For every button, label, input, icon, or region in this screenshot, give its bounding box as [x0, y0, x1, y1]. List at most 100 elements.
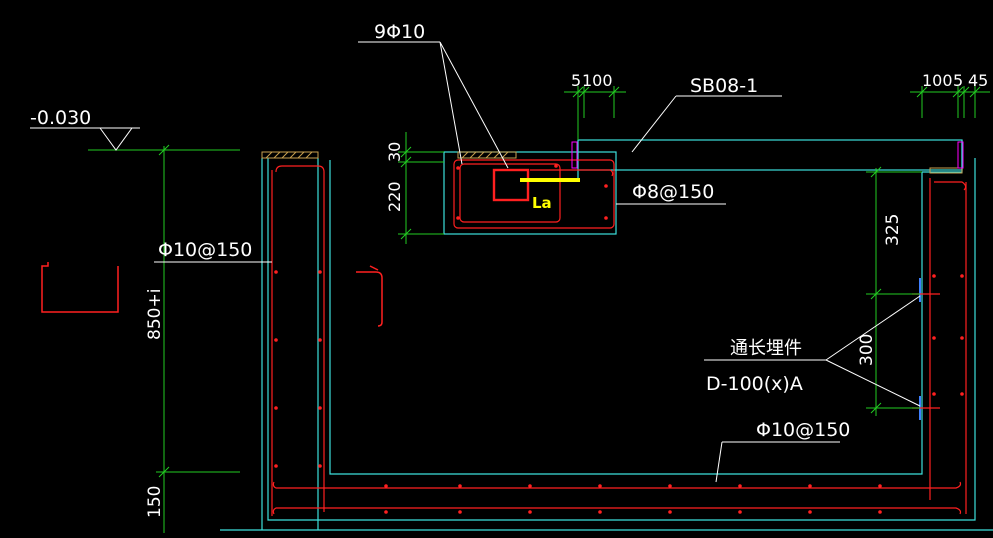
dim-right-tick2 — [870, 288, 882, 300]
rebar-dot — [960, 392, 964, 396]
rebar-dot — [808, 510, 812, 514]
concrete-outline — [220, 139, 993, 531]
embed-name-label: 通长埋件 — [730, 338, 802, 359]
rebar-dot — [318, 406, 322, 410]
floor-inner-line — [329, 160, 923, 475]
rebar-dot — [932, 274, 936, 278]
dim-beam-tick-1 — [400, 146, 412, 158]
dim-right-tick3 — [870, 402, 882, 414]
rebar-dots — [274, 164, 964, 514]
outer-shell — [267, 158, 976, 521]
rebar-dot — [456, 216, 460, 220]
dim-right-tick1 — [870, 166, 882, 178]
rebar-dot — [960, 274, 964, 278]
floor-bar-bottom — [272, 507, 962, 515]
leader-lines — [30, 41, 921, 483]
dim-label-850i: 850+i — [145, 289, 165, 340]
dim-top-tick5 — [952, 86, 964, 98]
rebar-dot — [808, 484, 812, 488]
top-bars-label: 9Φ10 — [374, 21, 425, 43]
dim-label-5b: 5 — [953, 71, 963, 90]
stirrup-label: Φ8@150 — [632, 181, 714, 203]
dim-label-100b: 100 — [922, 71, 953, 90]
bottom-bar-label: Φ10@150 — [756, 419, 850, 441]
dim-label-300: 300 — [857, 334, 877, 366]
embed-code-label: D-100(x)A — [706, 373, 803, 395]
la-label: La — [532, 194, 552, 212]
rebar-dot — [738, 510, 742, 514]
wall-bar-label: Φ10@150 — [158, 239, 252, 261]
embed-leader — [825, 295, 921, 407]
rebar-dot — [458, 484, 462, 488]
rebar-dot — [274, 406, 278, 410]
rebar-left-wall — [271, 165, 967, 516]
beam-rebar — [453, 159, 615, 229]
dim-tick-top — [158, 144, 170, 156]
dim-label-325: 325 — [883, 214, 903, 246]
rebar-dot — [318, 338, 322, 342]
left-wall-outline — [261, 158, 319, 530]
left-wall-outer-bar — [275, 165, 325, 512]
top-hatch — [261, 151, 963, 174]
annotations: -0.030 9Φ10 5 100 SB08-1 100 5 45 30 220… — [30, 21, 988, 518]
rebar-dot — [384, 484, 388, 488]
rebar-dot — [598, 484, 602, 488]
slab-end-magenta — [571, 141, 578, 169]
dim-label-220: 220 — [385, 181, 404, 212]
dim-top-tick2 — [578, 86, 590, 98]
rebar-dot — [274, 270, 278, 274]
dim-label-150: 150 — [145, 486, 165, 518]
slab-anchorage-bar — [530, 169, 614, 177]
slab-end-magenta-right — [957, 141, 964, 169]
rebar-dot — [274, 338, 278, 342]
bottom-bar-leader — [715, 441, 723, 483]
rebar-dot — [738, 484, 742, 488]
hatch-pad-right — [929, 167, 963, 174]
dim-beam-tick-2 — [400, 156, 412, 168]
top-bars-leader — [439, 41, 509, 169]
u-bar-shape — [41, 262, 119, 313]
elevation-label: -0.030 — [30, 107, 91, 129]
hatch-pad-beam — [457, 151, 517, 159]
hook-bar-end — [369, 265, 379, 271]
rebar-dot — [668, 510, 672, 514]
dim-top-tick1 — [572, 86, 584, 98]
hatch-strokes-left — [265, 151, 313, 159]
rebar-dot — [598, 510, 602, 514]
rebar-dot — [932, 336, 936, 340]
beam-stirrup-outer — [453, 159, 615, 229]
dim-top-tick7 — [969, 86, 981, 98]
rebar-dot — [554, 164, 558, 168]
rebar-dot — [318, 270, 322, 274]
dim-beam-tick-3 — [400, 228, 412, 240]
beam-stirrup-inner — [459, 163, 561, 223]
dim-tick-mid — [158, 466, 170, 478]
rebar-dot — [318, 464, 322, 468]
dim-label-30: 30 — [385, 142, 404, 162]
rebar-dot — [384, 510, 388, 514]
rebar-dot — [458, 510, 462, 514]
beam-outline — [443, 151, 617, 235]
dim-top-tick4 — [916, 86, 928, 98]
dim-top-tick3 — [608, 86, 620, 98]
right-top-hook — [934, 181, 967, 191]
rebar-dot — [604, 184, 608, 188]
elevation-triangle — [99, 127, 133, 151]
rebar-dot — [456, 166, 460, 170]
dim-label-100: 100 — [582, 71, 613, 90]
dimension-lines — [88, 86, 990, 533]
rebar-dot — [960, 336, 964, 340]
slab-id-label: SB08-1 — [690, 75, 758, 97]
detail-u-bar — [41, 262, 383, 327]
hook-bar-shape — [356, 271, 383, 327]
rebar-dot — [274, 464, 278, 468]
rebar-dot — [878, 484, 882, 488]
rebar-dot — [668, 484, 672, 488]
dim-label-45: 45 — [968, 71, 988, 90]
rebar-dot — [528, 510, 532, 514]
rebar-dot — [604, 216, 608, 220]
dim-label-5: 5 — [571, 71, 581, 90]
rebar-dot — [932, 392, 936, 396]
